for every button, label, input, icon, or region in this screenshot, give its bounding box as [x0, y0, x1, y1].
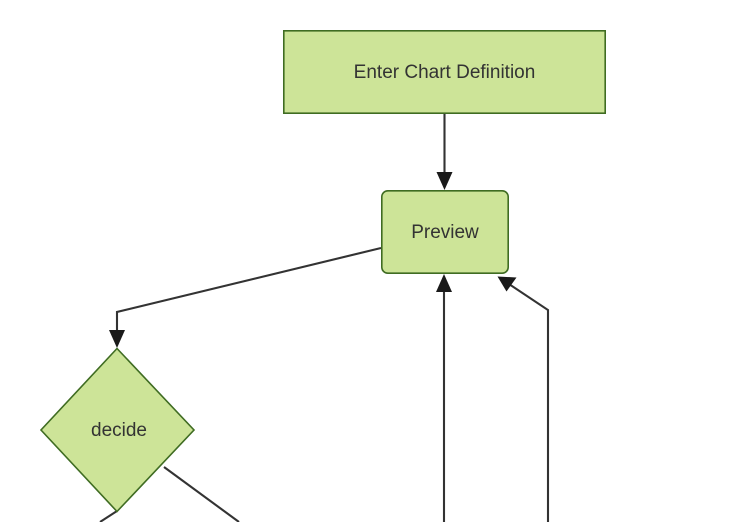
node-enter-chart-definition[interactable]: Enter Chart Definition — [282, 29, 606, 115]
node-preview-label: Preview — [411, 222, 479, 243]
edge-preview-to-decide — [109, 246, 382, 348]
edge-enter-to-preview — [436, 114, 453, 190]
edge-enter-to-preview-arrowhead — [436, 172, 453, 190]
node-decide-shape[interactable] — [39, 347, 196, 513]
node-decide[interactable]: decide — [39, 347, 196, 513]
node-preview[interactable]: Preview — [380, 190, 509, 275]
edge-bottom-right-to-preview-line — [505, 281, 550, 522]
edge-layer — [99, 114, 550, 522]
edge-bottom-center-to-preview — [436, 274, 452, 522]
edge-bottom-right-to-preview-arrowhead — [497, 276, 517, 292]
edge-decide-bottom-left — [99, 510, 118, 522]
edge-decide-bottom-right — [163, 466, 240, 522]
edge-bottom-center-to-preview-arrowhead — [436, 274, 452, 292]
node-preview-shape[interactable] — [380, 190, 509, 275]
edge-preview-to-decide-arrowhead — [109, 330, 125, 348]
edge-preview-to-decide-line — [115, 246, 382, 339]
node-layer: Enter Chart Definition Preview decide — [39, 29, 606, 513]
node-decide-label: decide — [91, 420, 147, 441]
edge-bottom-right-to-preview — [497, 276, 550, 522]
node-enter-chart-definition-shape[interactable] — [282, 29, 606, 115]
node-enter-chart-definition-label: Enter Chart Definition — [354, 62, 536, 83]
